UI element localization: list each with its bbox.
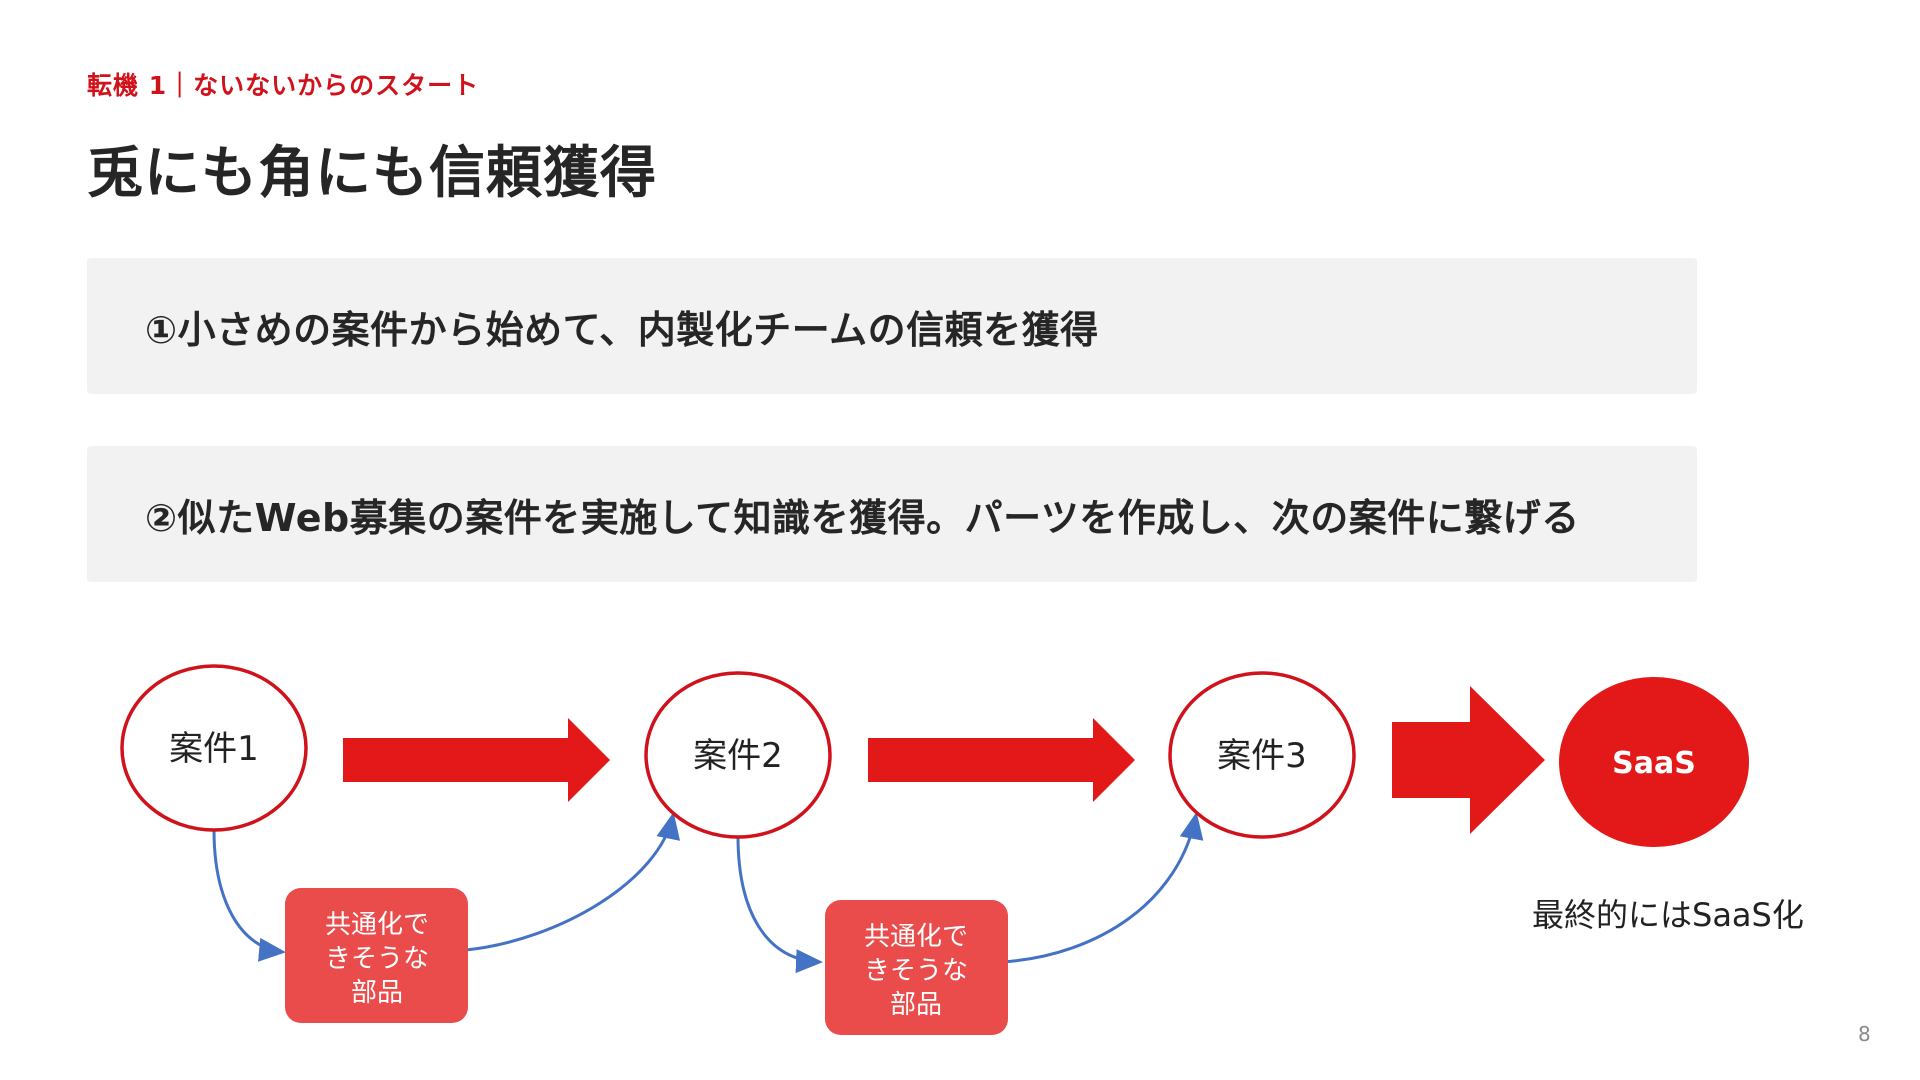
point-text-2: ②似たWeb募集の案件を実施して知識を獲得。パーツを作成し、次の案件に繋げる [145,495,1580,540]
flow-arrow-1 [343,718,610,802]
point-panel-1: ①小さめの案件から始めて、内製化チームの信頼を獲得 [87,258,1697,394]
connector-project1-to-parts1 [212,829,286,962]
project-label-3: 案件3 [1217,736,1307,776]
connector-parts1-to-project2 [465,812,681,952]
parts-box-1-line-2: きそうな [325,944,429,974]
saas-caption: 最終的にはSaaS化 [1532,896,1804,934]
flow-arrow-3 [1392,686,1545,834]
project-node-2 [644,671,832,839]
point-panel-2: ②似たWeb募集の案件を実施して知識を獲得。パーツを作成し、次の案件に繋げる [87,446,1697,582]
parts-box-1-line-3: 部品 [351,978,403,1008]
project-label-2: 案件2 [693,736,783,776]
point-text-1: ①小さめの案件から始めて、内製化チームの信頼を獲得 [145,307,1099,352]
saas-label: SaaS [1612,746,1696,781]
project-node-1 [120,664,308,832]
page-number: 8 [1858,1022,1871,1046]
parts-box-2-line-2: きそうな [864,956,968,986]
connector-parts2-to-project3 [1002,812,1204,964]
parts-box-1 [285,888,468,1023]
parts-box-1-line-1: 共通化で [325,910,429,940]
connector-project2-to-parts2 [736,835,823,974]
parts-box-2-line-3: 部品 [890,990,942,1020]
project-node-3 [1168,671,1356,839]
parts-box-2 [825,900,1008,1035]
page-title: 兎にも角にも信頼獲得 [87,141,657,206]
parts-box-2-line-1: 共通化で [864,922,968,952]
section-eyebrow: 転機 1｜ないないからのスタート [87,71,480,100]
saas-node [1559,677,1749,847]
flow-arrow-2 [868,718,1135,802]
project-label-1: 案件1 [169,729,259,769]
